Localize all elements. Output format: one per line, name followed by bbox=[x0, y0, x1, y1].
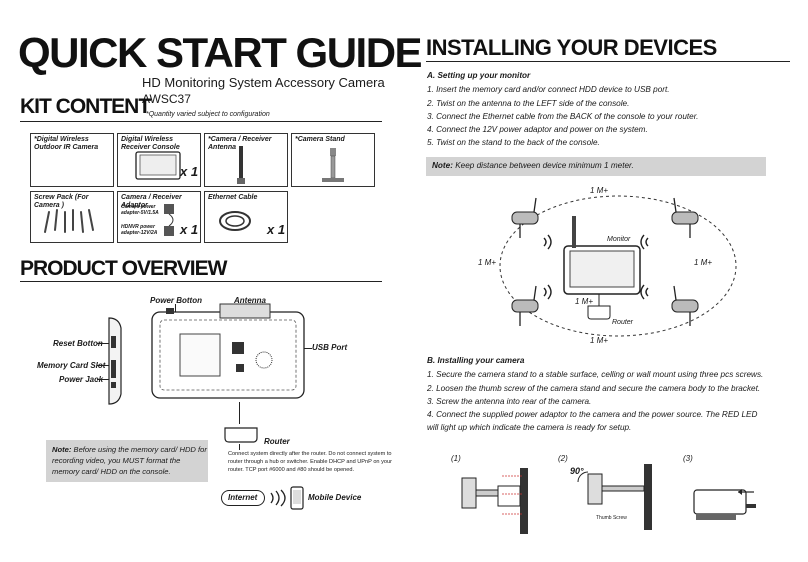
thumb-screw-label: Thumb Screw bbox=[596, 515, 627, 521]
note-bold: Note: bbox=[52, 445, 72, 454]
power-button-label: Power Botton bbox=[150, 296, 202, 305]
install-figure-2 bbox=[577, 464, 652, 530]
qty-label: x 1 bbox=[267, 222, 286, 237]
kit-heading-rule bbox=[20, 121, 382, 122]
router-icon bbox=[224, 427, 258, 443]
note-bold: Note: bbox=[432, 161, 453, 170]
installing-heading: INSTALLING YOUR DEVICES bbox=[426, 35, 717, 60]
step-b-5: will light up which indicate the camera … bbox=[427, 423, 632, 432]
router-note: Connect system directly after the router… bbox=[228, 451, 392, 473]
kit-quantity-note: *Quantity varied subject to configuratio… bbox=[146, 111, 270, 118]
antenna-icon bbox=[237, 146, 245, 184]
angle-label: 90° bbox=[570, 466, 584, 476]
step-a-1: 1. Insert the memory card and/or connect… bbox=[427, 85, 670, 94]
install-figure-3 bbox=[693, 489, 756, 520]
qty-label: x 1 bbox=[180, 222, 199, 237]
console-side-view bbox=[108, 317, 122, 405]
console-icon bbox=[135, 151, 181, 180]
distance-label-right: 1 M+ bbox=[694, 258, 713, 267]
figure-label-1: (1) bbox=[451, 454, 461, 463]
leader-line bbox=[175, 304, 176, 312]
adaptor-note-nvr: HDNVR power adapter-12V/2A bbox=[121, 224, 158, 236]
mobile-device-label: Mobile Device bbox=[308, 493, 362, 502]
step-a-2: 2. Twist on the antenna to the LEFT side… bbox=[427, 99, 630, 108]
kit-cell-stand: *Camera Stand bbox=[291, 133, 375, 187]
leader-line bbox=[97, 343, 109, 344]
distance-label-left: 1 M+ bbox=[478, 258, 497, 267]
overview-heading-rule bbox=[20, 281, 382, 282]
usb-port-label: USB Port bbox=[312, 343, 348, 352]
leader-line bbox=[304, 348, 312, 349]
installing-heading-rule bbox=[426, 61, 790, 62]
router-label: Router bbox=[264, 437, 290, 446]
figure-label-2: (2) bbox=[558, 454, 568, 463]
distance-note-box bbox=[426, 157, 766, 176]
kit-cell-label: Camera / Receiver Adaptor bbox=[121, 194, 182, 209]
memory-slot-label: Memory Card Slot bbox=[37, 361, 106, 370]
section-b-title: B. Installing your camera bbox=[427, 356, 525, 365]
kit-cell-label: Screw Pack (For Camera ) bbox=[34, 194, 89, 209]
ethernet-cable-icon bbox=[219, 211, 251, 231]
kit-cell-label: *Digital Wireless Outdoor IR Camera bbox=[34, 136, 99, 151]
step-a-5: 5. Twist on the stand to the back of the… bbox=[427, 138, 600, 147]
console-back-view bbox=[151, 303, 305, 399]
router-diagram-label: Router bbox=[612, 319, 634, 326]
adaptor-note-camera: Camera power adapter-5V/1.5A bbox=[121, 204, 159, 216]
wifi-waves-icon bbox=[270, 489, 286, 507]
kit-cell-ethernet: Ethernet Cable x 1 bbox=[204, 191, 288, 243]
kit-content-heading: KIT CONTENT bbox=[20, 95, 151, 118]
product-model: AWSC37 bbox=[142, 92, 191, 106]
kit-cell-label: *Camera / Receiver Antenna bbox=[208, 136, 272, 151]
step-b-1: 1. Secure the camera stand to a stable s… bbox=[427, 370, 764, 379]
distance-label-center: 1 M+ bbox=[575, 297, 594, 306]
step-a-3: 3. Connect the Ethernet cable from the B… bbox=[427, 112, 699, 121]
qty-label: x 1 bbox=[180, 164, 199, 179]
section-a-title: A. Setting up your monitor bbox=[427, 71, 531, 80]
kit-cell-label: Digital Wireless Receiver Console bbox=[121, 136, 180, 151]
page-title: QUICK START GUIDE bbox=[18, 29, 423, 76]
monitor-label: Monitor bbox=[607, 236, 631, 243]
step-b-2: 2. Loosen the thumb screw of the camera … bbox=[427, 384, 761, 393]
screws-icon bbox=[44, 209, 94, 233]
ethernet-line bbox=[239, 402, 240, 424]
internet-label: Internet bbox=[228, 493, 258, 502]
distance-label-top: 1 M+ bbox=[590, 186, 609, 195]
kit-cell-camera: *Digital Wireless Outdoor IR Camera bbox=[30, 133, 114, 187]
internet-line bbox=[239, 444, 240, 450]
kit-cell-antenna: *Camera / Receiver Antenna bbox=[204, 133, 288, 187]
kit-cell-label: *Camera Stand bbox=[295, 136, 345, 143]
internet-cloud bbox=[221, 490, 265, 506]
step-a-4: 4. Connect the 12V power adaptor and pow… bbox=[427, 125, 648, 134]
product-overview-heading: PRODUCT OVERVIEW bbox=[20, 257, 227, 280]
mobile-device-icon bbox=[290, 486, 304, 510]
format-note: Note: Before using the memory card/ HDD … bbox=[52, 444, 207, 477]
kit-cell-screws: Screw Pack (For Camera ) bbox=[30, 191, 114, 243]
network-diagram bbox=[499, 195, 737, 337]
step-b-4: 4. Connect the supplied power adaptor to… bbox=[427, 410, 758, 419]
figure-label-3: (3) bbox=[683, 454, 693, 463]
distance-note: Note: Keep distance between device minim… bbox=[432, 160, 634, 172]
note-text: Before using the memory card/ HDD for re… bbox=[52, 445, 207, 476]
antenna-label: Antenna bbox=[234, 296, 266, 305]
product-subtitle: HD Monitoring System Accessory Camera bbox=[142, 75, 385, 90]
adaptor-icon bbox=[164, 204, 174, 236]
stand-icon bbox=[322, 148, 344, 182]
leader-line bbox=[97, 365, 109, 366]
distance-label-bottom: 1 M+ bbox=[590, 336, 609, 345]
kit-cell-console: Digital Wireless Receiver Console x 1 bbox=[117, 133, 201, 187]
kit-cell-adaptor: Camera / Receiver Adaptor Camera power a… bbox=[117, 191, 201, 243]
power-jack-label: Power Jack bbox=[59, 375, 104, 384]
leader-line bbox=[97, 379, 109, 380]
kit-cell-label: Ethernet Cable bbox=[208, 194, 258, 201]
install-figure-1 bbox=[461, 468, 528, 534]
note-text: Keep distance between device minimum 1 m… bbox=[452, 161, 634, 170]
reset-button-label: Reset Botton bbox=[53, 339, 103, 348]
step-b-3: 3. Screw the antenna into rear of the ca… bbox=[427, 397, 592, 406]
format-note-box bbox=[46, 440, 208, 482]
